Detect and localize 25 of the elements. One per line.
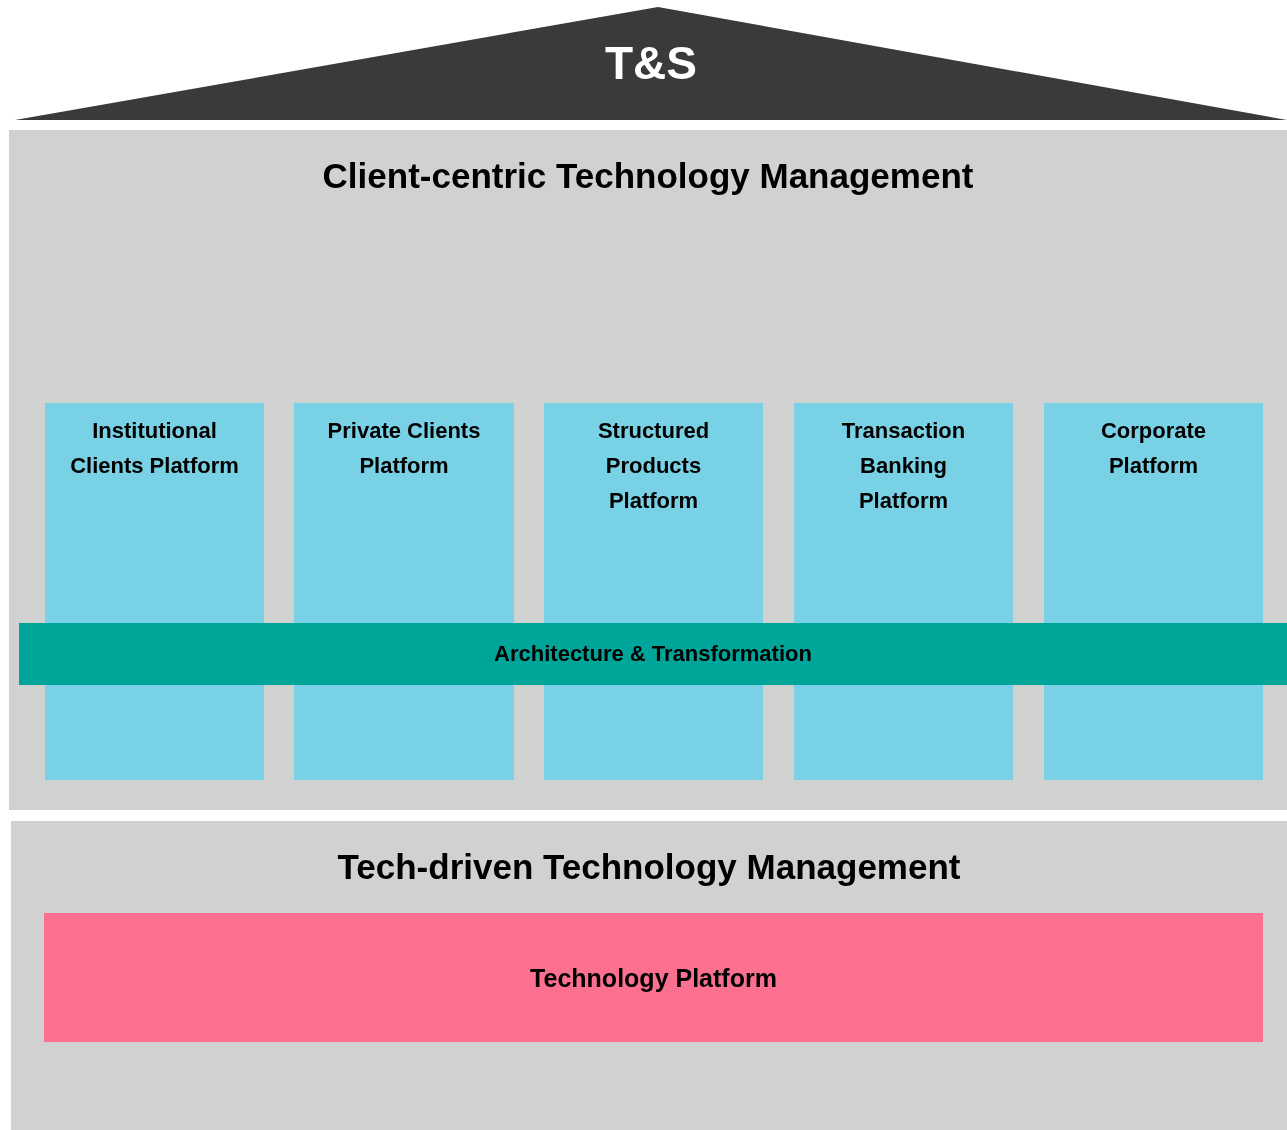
platform-column-base: [294, 685, 514, 780]
platform-column: [794, 403, 1013, 623]
section-panel: [11, 821, 1287, 1130]
platform-bar: [44, 913, 1263, 1042]
platform-column: [45, 403, 264, 623]
platform-column-base: [544, 685, 763, 780]
platform-label: Corporate Platform: [1099, 417, 1208, 480]
platform-column: [544, 403, 763, 623]
platform-column-base: [794, 685, 1013, 780]
platform-column-base: [1044, 685, 1263, 780]
band-label: Architecture & Transformation: [494, 640, 812, 668]
section-heading: Tech-driven Technology Management: [336, 846, 962, 888]
platform-column: [1044, 403, 1263, 623]
platform-label: Transaction Banking Platform: [840, 417, 967, 515]
cross-cutting-band: [19, 623, 1287, 685]
platform-column: [294, 403, 514, 623]
platform-label: Institutional Clients Platform: [69, 417, 240, 480]
roof-title: T&S: [604, 37, 698, 89]
platform-label: Structured Products Platform: [596, 417, 711, 515]
section-panel: [9, 130, 1287, 810]
roof-shape: [15, 7, 1287, 120]
section-heading: Client-centric Technology Management: [321, 155, 975, 197]
platform-label: Technology Platform: [530, 962, 777, 993]
platform-label: Private Clients Platform: [326, 417, 482, 480]
platform-column-base: [45, 685, 264, 780]
